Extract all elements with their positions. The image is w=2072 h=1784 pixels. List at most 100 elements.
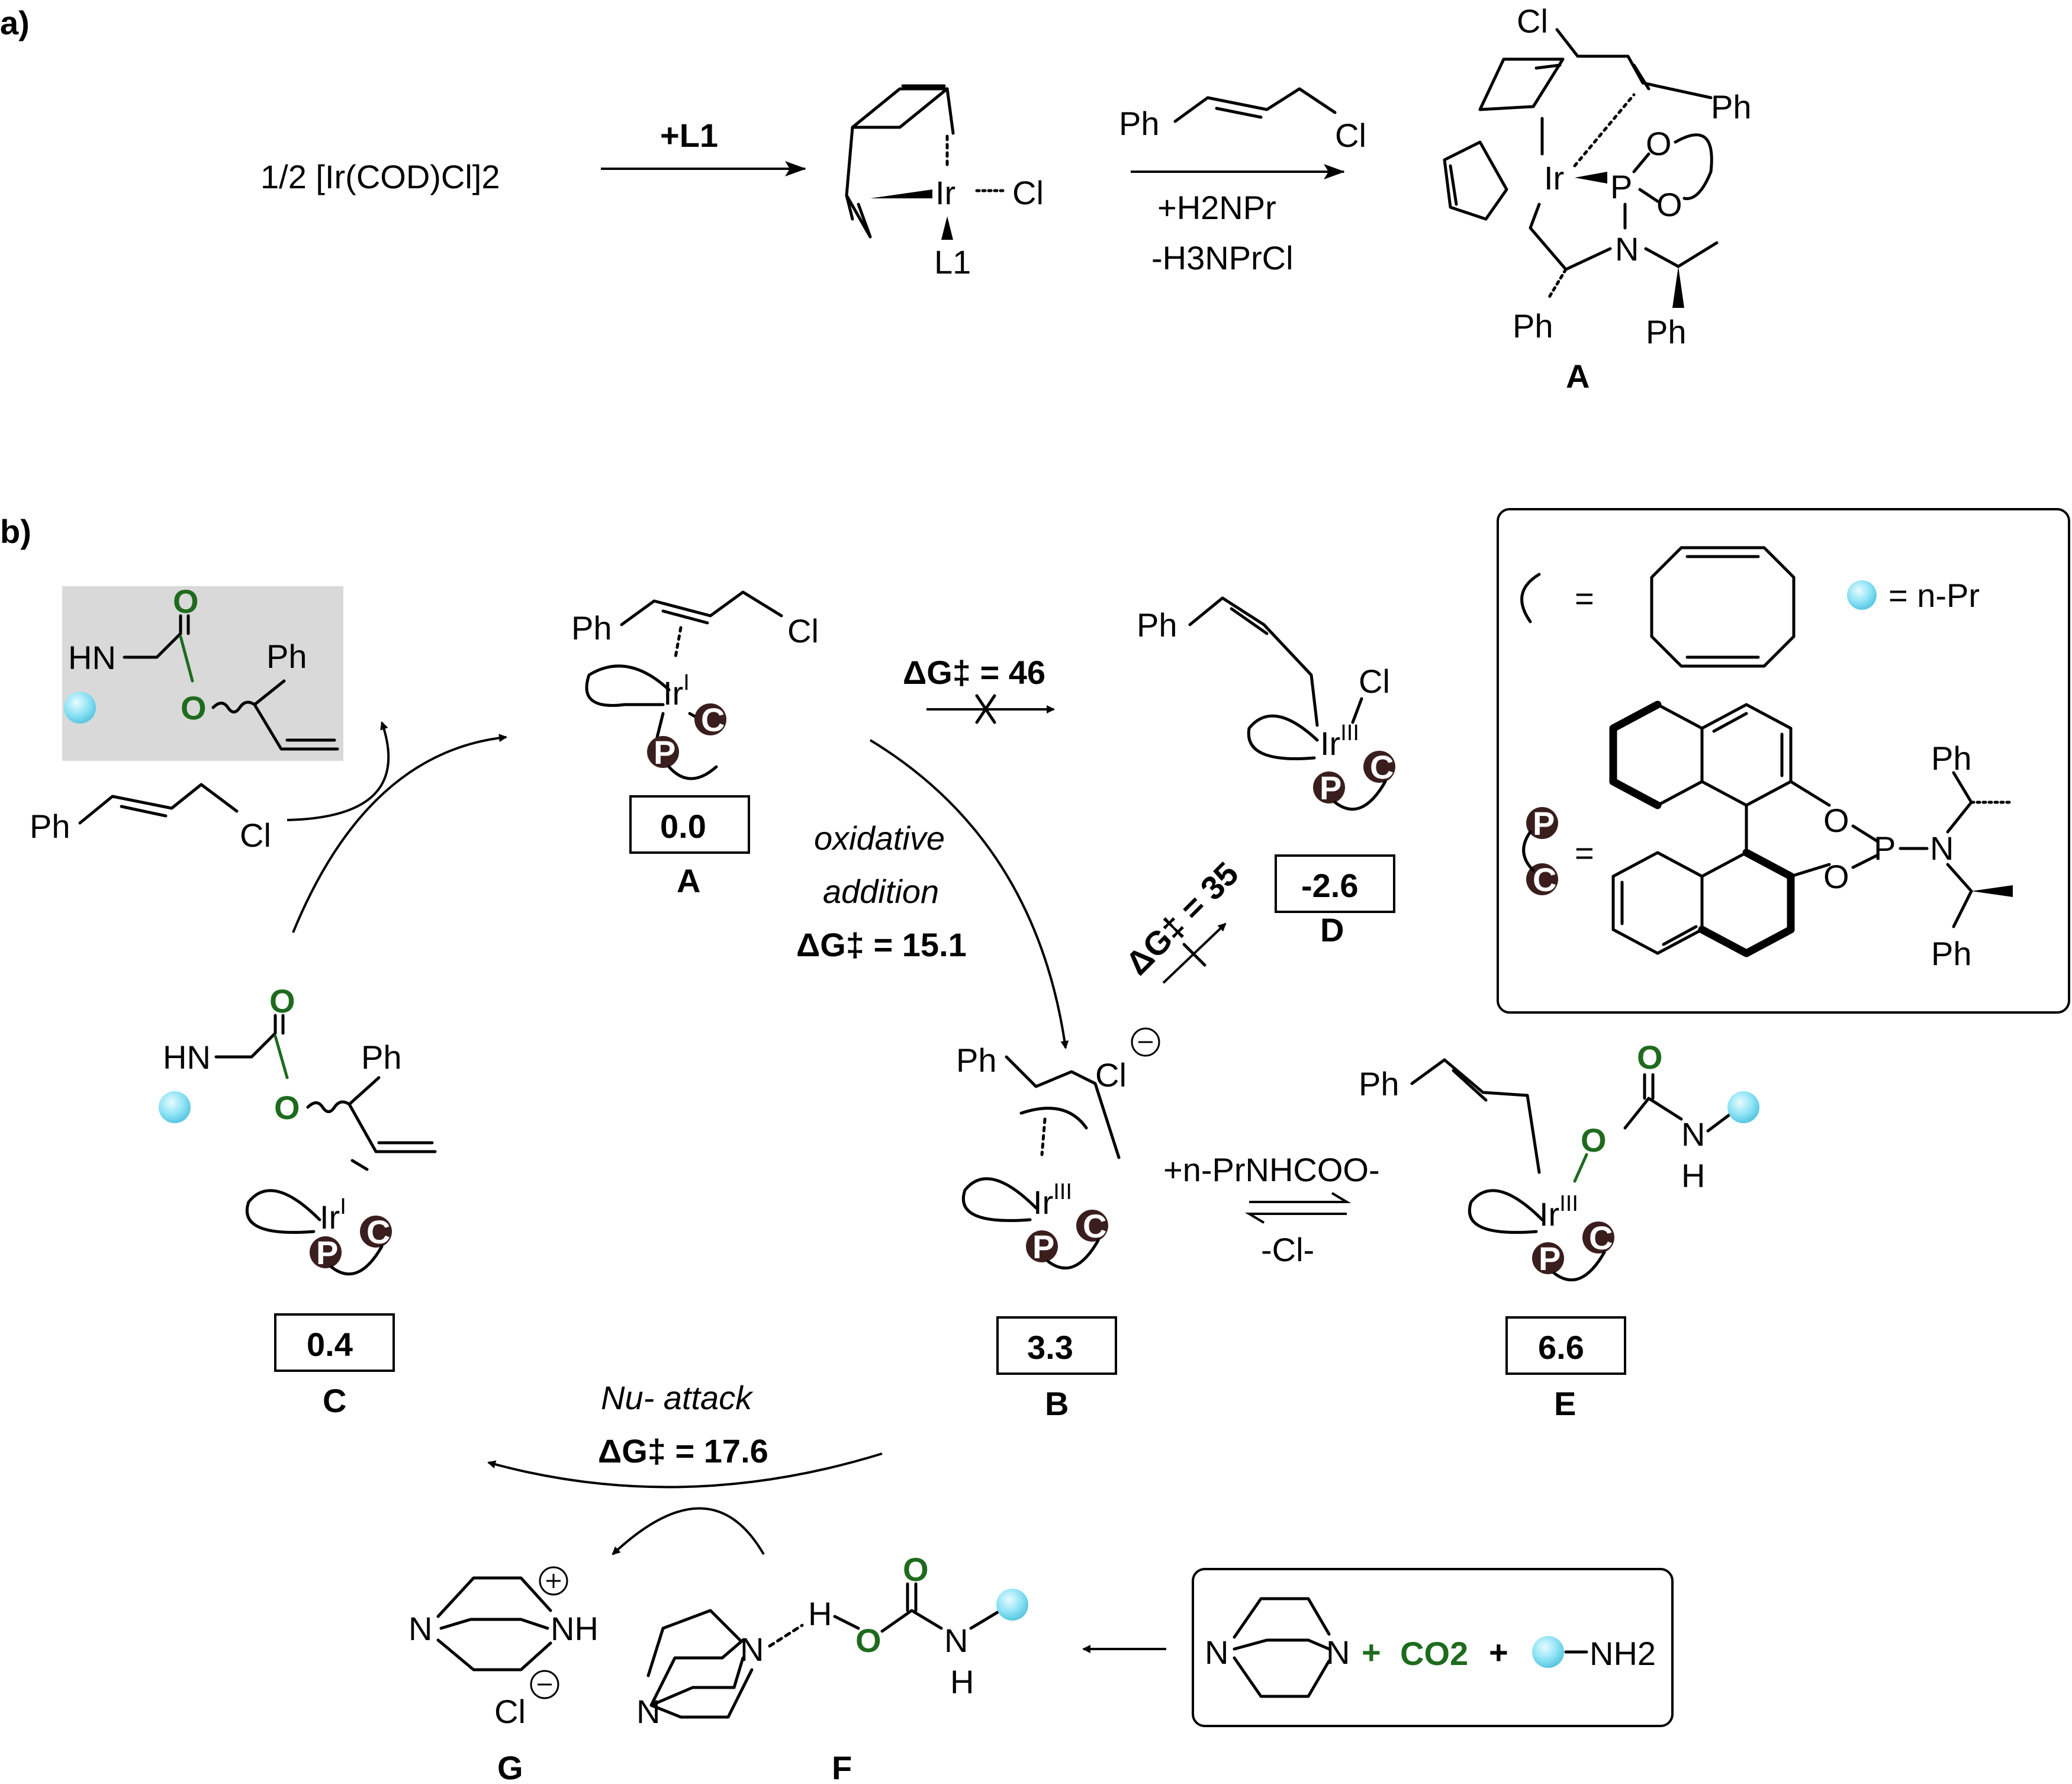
energy-box-b bbox=[996, 1316, 1117, 1375]
e-h: H bbox=[1681, 1157, 1705, 1194]
nu-attack-step: Nu- attack ΔG‡ = 17.6 bbox=[487, 1379, 883, 1555]
complex-ligand: L1 bbox=[934, 243, 971, 281]
cycle-arrows-top-left: Ph Cl bbox=[30, 721, 507, 933]
legend-box: = = n-Pr P C = O O P N Ph Ph bbox=[1497, 508, 2070, 1014]
product-ph-left: Ph bbox=[1513, 307, 1553, 345]
label-b: B bbox=[1045, 1385, 1069, 1422]
step2-cl: Cl bbox=[1335, 117, 1366, 154]
panel-b-label: b) bbox=[0, 513, 31, 550]
energy-box-c bbox=[274, 1313, 395, 1372]
species-f: N N H O O N H F bbox=[636, 1551, 1028, 1784]
label-g: G bbox=[497, 1749, 523, 1784]
f-n-top: N bbox=[740, 1631, 764, 1668]
panel-a-label: a) bbox=[0, 4, 30, 41]
dabco-n2: N bbox=[1326, 1634, 1350, 1671]
energy-box-a bbox=[629, 795, 750, 854]
reagent-nh2: NH2 bbox=[1590, 1635, 1656, 1672]
product-o2: O bbox=[1656, 186, 1682, 223]
reagent-plus-2: + bbox=[1489, 1634, 1508, 1671]
c-hn: HN bbox=[163, 1039, 211, 1076]
step2-arrow: Ph Cl +H2NPr -H3NPrCl bbox=[1119, 87, 1366, 277]
binol-ph1: Ph bbox=[1931, 740, 1972, 777]
npr-dot bbox=[64, 692, 96, 724]
b-p-badge bbox=[1026, 1230, 1058, 1262]
g-cl: Cl bbox=[494, 1693, 526, 1730]
binol-o2: O bbox=[1823, 858, 1849, 895]
c-c-badge bbox=[360, 1216, 392, 1248]
f-h-carb: H bbox=[950, 1663, 974, 1701]
product-box bbox=[62, 586, 343, 761]
d-ph: Ph bbox=[1137, 606, 1177, 644]
step2-reagent-2: -H3NPrCl bbox=[1151, 239, 1294, 277]
f-n-bottom: N bbox=[636, 1693, 660, 1730]
reagent-plus-1: + bbox=[1362, 1634, 1381, 1671]
nu-attack-label: Nu- attack bbox=[601, 1379, 754, 1416]
prod-ph: Ph bbox=[266, 638, 307, 675]
d-p-badge bbox=[1313, 772, 1345, 803]
label-c: C bbox=[323, 1382, 346, 1419]
ox-label-2: addition bbox=[823, 873, 939, 910]
legend-p-badge bbox=[1526, 807, 1558, 839]
intermediate-e: Ph O O N H IrIII P C 6.6 E bbox=[1359, 1039, 1759, 1422]
label-a: A bbox=[677, 862, 700, 899]
f-o-carbonyl: O bbox=[903, 1551, 929, 1588]
c-npr-dot bbox=[159, 1091, 191, 1123]
c-ph: Ph bbox=[361, 1039, 402, 1076]
c-c: C bbox=[366, 1213, 390, 1251]
product-n: N bbox=[1615, 230, 1639, 268]
energy-box-d bbox=[1275, 854, 1395, 913]
cycle-cl: Cl bbox=[240, 817, 271, 854]
binol-p: P bbox=[1874, 830, 1896, 867]
intermediate-c: HN O O Ph IrI P C 0.4 C bbox=[159, 982, 437, 1419]
b-to-d-step: ΔG‡ = 35 bbox=[1118, 854, 1246, 984]
product-cl: Cl bbox=[1517, 2, 1548, 40]
b-p: P bbox=[1032, 1228, 1054, 1265]
e-ph: Ph bbox=[1359, 1065, 1399, 1102]
f-n-carb: N bbox=[944, 1622, 968, 1659]
legend-eq2: = bbox=[1575, 834, 1594, 872]
product-label-a: A bbox=[1566, 358, 1590, 395]
a-ph: Ph bbox=[571, 609, 612, 647]
a-c: C bbox=[701, 701, 725, 738]
energy-b: 3.3 bbox=[1027, 1329, 1073, 1366]
reagents-box: N N + CO2 + NH2 bbox=[1082, 1568, 1674, 1727]
a-cl: Cl bbox=[787, 612, 819, 650]
exchange-forward: +n-PrNHCOO- bbox=[1163, 1151, 1380, 1188]
reagent-co2: CO2 bbox=[1400, 1635, 1468, 1672]
c-p: P bbox=[316, 1234, 338, 1271]
cycle-ph: Ph bbox=[30, 808, 70, 845]
e-n: N bbox=[1681, 1116, 1705, 1153]
b-e-equilibrium: +n-PrNHCOO- -Cl- bbox=[1163, 1151, 1380, 1268]
energy-d: -2.6 bbox=[1301, 867, 1359, 904]
label-f: F bbox=[832, 1749, 852, 1784]
b-to-d-dg: ΔG‡ = 35 bbox=[1118, 854, 1246, 982]
ir-cod-cl-dimer: 1/2 [Ir(COD)Cl]2 bbox=[260, 158, 500, 195]
d-c: C bbox=[1370, 748, 1394, 786]
a-c-badge bbox=[694, 703, 726, 735]
d-p: P bbox=[1320, 769, 1341, 806]
step1-reagent: +L1 bbox=[660, 117, 718, 154]
product-ph-right: Ph bbox=[1646, 313, 1687, 351]
energy-c: 0.4 bbox=[307, 1326, 353, 1363]
prod-hn: HN bbox=[68, 639, 116, 676]
f-npr-dot bbox=[996, 1589, 1028, 1621]
exchange-back: -Cl- bbox=[1261, 1231, 1314, 1268]
energy-box-e bbox=[1505, 1316, 1626, 1375]
product-ph-top: Ph bbox=[1711, 88, 1752, 126]
step1-arrow: +L1 bbox=[601, 117, 806, 176]
f-h: H bbox=[808, 1595, 832, 1632]
intermediate-a: Ph Cl IrI P C 0.0 A bbox=[571, 590, 819, 899]
intermediate-b: Ph Cl IrIII P C 3.3 B bbox=[956, 1027, 1160, 1422]
oxidative-addition-step: oxidative addition ΔG‡ = 15.1 bbox=[796, 739, 1069, 1049]
b-ph: Ph bbox=[956, 1042, 997, 1079]
product-o1: O bbox=[1646, 125, 1672, 162]
binol-o1: O bbox=[1823, 802, 1849, 839]
species-g: N NH Cl G bbox=[408, 1566, 599, 1784]
reagent-npr-dot bbox=[1532, 1636, 1564, 1668]
product-p: P bbox=[1610, 168, 1632, 205]
label-d: D bbox=[1320, 911, 1344, 949]
complex-ir: Ir bbox=[935, 174, 955, 211]
e-ir: IrIII bbox=[1539, 1191, 1578, 1233]
ox-label-1: oxidative bbox=[814, 819, 945, 857]
legend-p: P bbox=[1533, 805, 1555, 842]
